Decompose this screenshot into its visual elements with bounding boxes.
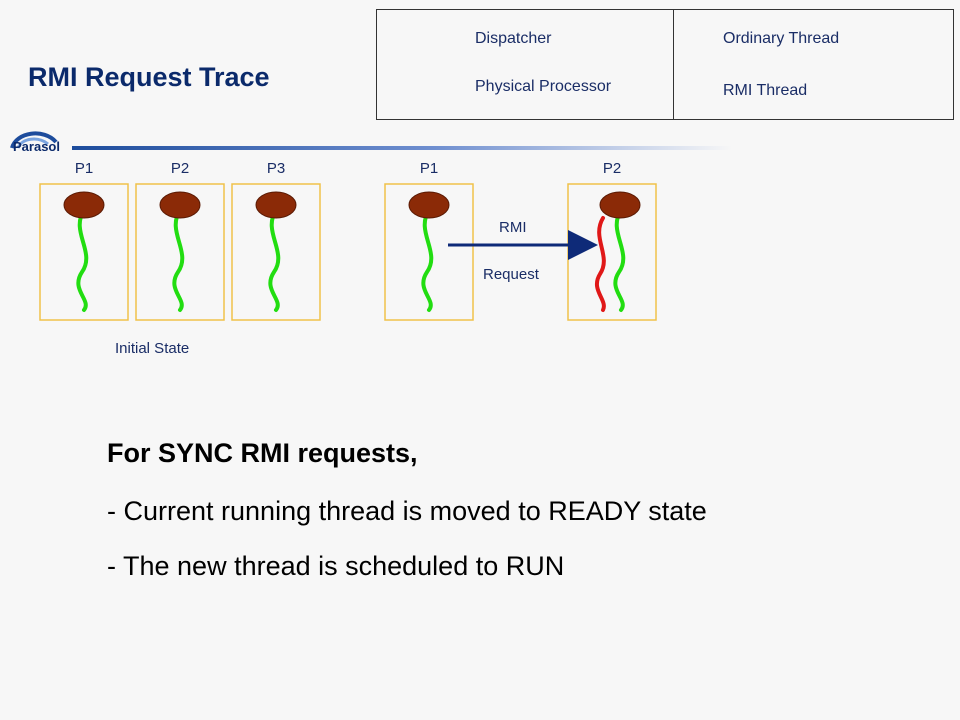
ordinary-thread bbox=[172, 208, 185, 312]
dispatcher bbox=[63, 191, 105, 219]
legend-dispatcher-label: Dispatcher bbox=[475, 30, 552, 47]
processor-box bbox=[231, 183, 321, 321]
processor-label: P1 bbox=[74, 160, 94, 177]
initial-state-label: Initial State bbox=[115, 340, 190, 357]
legend-box bbox=[376, 9, 954, 120]
processor-box bbox=[135, 183, 225, 321]
processor-box bbox=[384, 183, 474, 321]
title-rule bbox=[72, 146, 732, 150]
body-heading: For SYNC RMI requests, bbox=[107, 438, 418, 468]
arrow-label-request: Request bbox=[483, 266, 539, 283]
ordinary-thread bbox=[76, 208, 89, 312]
parasol-logo bbox=[10, 131, 58, 149]
dispatcher bbox=[255, 191, 297, 219]
body-line: - Current running thread is moved to REA… bbox=[107, 496, 707, 526]
dispatcher bbox=[408, 191, 450, 219]
slide-title: RMI Request Trace bbox=[28, 62, 270, 92]
processor-label: P2 bbox=[170, 160, 190, 177]
legend-divider bbox=[673, 10, 674, 119]
processor-label: P1 bbox=[419, 160, 439, 177]
ordinary-thread bbox=[613, 208, 626, 312]
rmi-thread bbox=[594, 216, 606, 312]
processor-box bbox=[39, 183, 129, 321]
logo-text: Parasol bbox=[13, 139, 60, 154]
dispatcher bbox=[159, 191, 201, 219]
ordinary-thread bbox=[421, 208, 434, 312]
ordinary-thread bbox=[268, 208, 281, 312]
dispatcher bbox=[599, 191, 641, 219]
legend-processor-label: Physical Processor bbox=[475, 78, 612, 95]
body-line: - The new thread is scheduled to RUN bbox=[107, 551, 565, 581]
legend-rmi-thread-label: RMI Thread bbox=[723, 82, 808, 99]
legend-ordinary-thread-label: Ordinary Thread bbox=[723, 30, 840, 47]
processor-label: P2 bbox=[602, 160, 622, 177]
arrow-label-rmi: RMI bbox=[499, 219, 527, 236]
processor-label: P3 bbox=[266, 160, 286, 177]
